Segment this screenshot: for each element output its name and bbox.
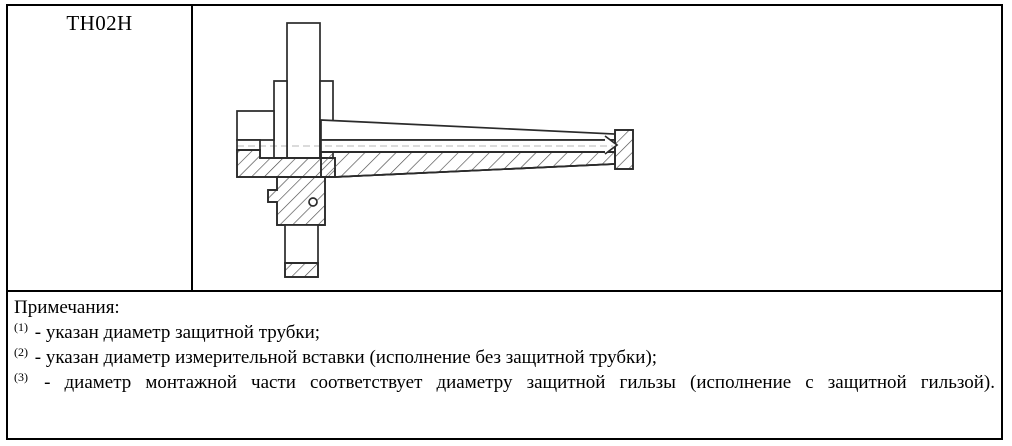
note-item-1: (1) - указан диаметр защитной трубки; [14, 320, 995, 345]
note-item-2: (2) - указан диаметр измерительной встав… [14, 345, 995, 370]
specification-table: TH02H [6, 4, 1003, 440]
notes-heading: Примечания: [14, 297, 120, 318]
note-text-3: - диаметр монтажной части соответствует … [30, 372, 995, 393]
sensor-cross-section-drawing [236, 22, 634, 278]
model-code-label: TH02H [66, 11, 133, 35]
model-code-cell: TH02H [8, 6, 193, 290]
note-marker-3: (3) [14, 369, 28, 384]
note-marker-1: (1) [14, 319, 28, 334]
note-text-2: - указан диаметр измерительной вставки (… [30, 347, 658, 368]
note-marker-2: (2) [14, 344, 28, 359]
drawing-cell [193, 6, 1001, 290]
notes-section: Примечания: (1) - указан диаметр защитно… [8, 292, 1001, 438]
note-item-3: (3) - диаметр монтажной части соответств… [14, 370, 995, 395]
note-text-1: - указан диаметр защитной трубки; [30, 322, 321, 343]
table-row-model: TH02H [8, 6, 1001, 292]
